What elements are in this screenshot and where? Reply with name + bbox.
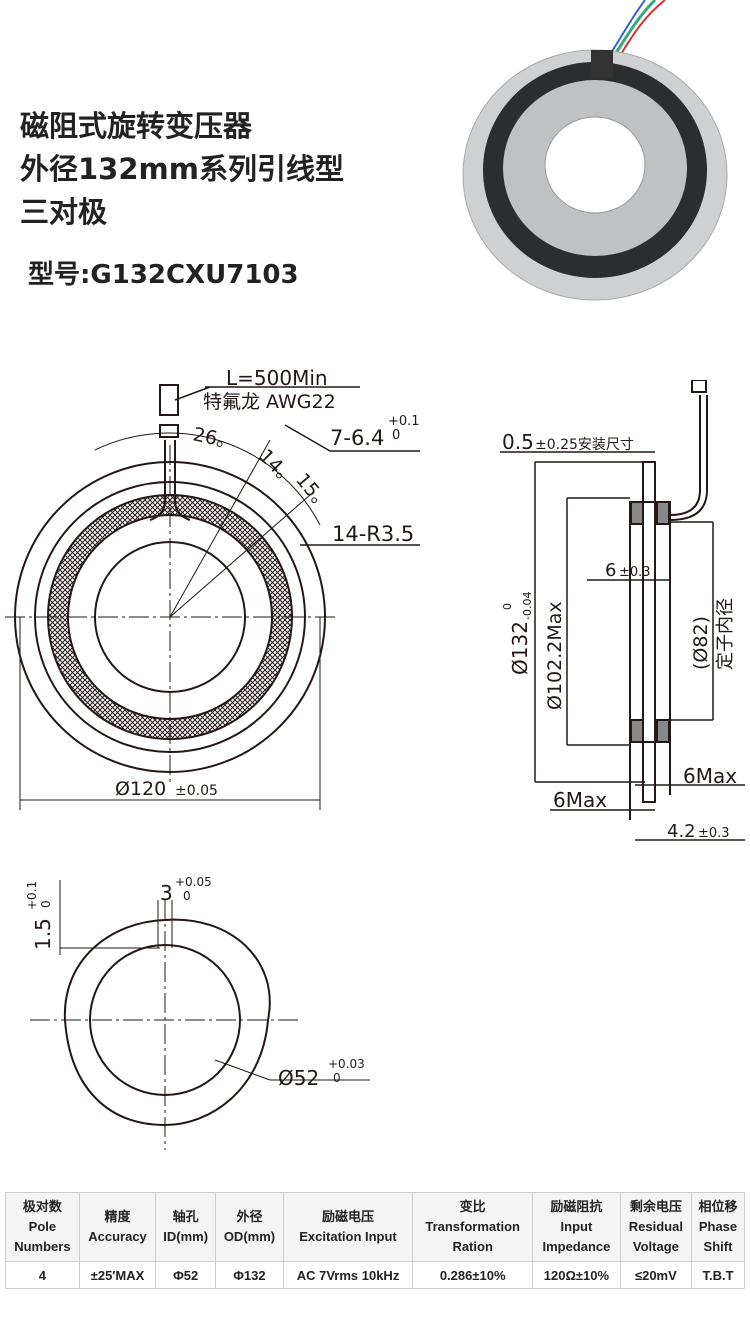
max-right-label: 6Max xyxy=(683,764,737,788)
cell-ratio: 0.286±10% xyxy=(412,1261,534,1289)
stator-id-caption: 定子内径 xyxy=(715,598,736,670)
width-dimension: 6 xyxy=(605,560,616,581)
diameter-120-tol: ±0.05 xyxy=(175,783,218,799)
cell-impedance: 120Ω±10% xyxy=(532,1261,621,1289)
side-view-drawing: 0.5 ±0.25安装尺寸 Ø132 0 -0.04 Ø102.2Max 6 ±… xyxy=(500,380,745,842)
od-tol-lower: -0.04 xyxy=(521,592,534,620)
front-view-drawing: L=500Min 特氟龙 AWG22 26。 14。 15。 7-6.4 +0.… xyxy=(5,366,420,810)
max-diameter-label: Ø102.2Max xyxy=(544,601,566,710)
cell-od: Φ132 xyxy=(215,1261,284,1289)
holes-dimension: 7-6.4 xyxy=(330,426,384,450)
bore-tol-lower: 0 xyxy=(333,1071,341,1085)
cell-excitation: AC 7Vrms 10kHz xyxy=(282,1261,414,1289)
table-row: 4 ±25′MAX Φ52 Φ132 AC 7Vrms 10kHz 0.286±… xyxy=(5,1261,746,1289)
diameter-120-label: Ø120 xyxy=(115,778,166,800)
key-depth-label: 1.5 xyxy=(31,918,55,950)
product-photo xyxy=(462,0,728,301)
cell-pole-numbers: 4 xyxy=(5,1261,80,1289)
od-132-label: Ø132 xyxy=(508,621,532,675)
width-tol: ±0.3 xyxy=(619,565,651,580)
lead-length-label: L=500Min xyxy=(226,366,328,390)
title-line-3: 三对极 xyxy=(20,195,108,229)
key-depth-tol-lower: 0 xyxy=(39,900,53,908)
stator-id-label: (Ø82) xyxy=(690,616,712,670)
holes-tol-upper: +0.1 xyxy=(388,414,420,429)
model-number: 型号:G132CXU7103 xyxy=(28,260,299,290)
key-tol-upper: +0.05 xyxy=(175,875,212,889)
rotor-view-drawing: 3 +0.05 0 1.5 +0.1 0 Ø52 +0.03 0 xyxy=(25,875,370,1150)
title-line-1: 磁阻式旋转变压器 xyxy=(20,109,253,143)
mount-tol: ±0.25安装尺寸 xyxy=(535,437,634,453)
bore-tol-upper: +0.03 xyxy=(328,1057,365,1071)
holes-tol-lower: 0 xyxy=(392,428,400,443)
title-line-2: 外径132mm系列引线型 xyxy=(20,152,344,186)
cell-phase: T.B.T xyxy=(690,1261,746,1289)
cell-id: Φ52 xyxy=(155,1261,217,1289)
key-tol-lower: 0 xyxy=(183,889,191,903)
max-left-label: 6Max xyxy=(553,788,607,812)
bore-label: Ø52 xyxy=(278,1066,319,1090)
angle-26-label: 26。 xyxy=(191,423,238,453)
thickness-label: 4.2 xyxy=(667,821,696,842)
key-width-label: 3 xyxy=(160,881,173,905)
od-tol-upper: 0 xyxy=(501,603,514,610)
wire-type-label: 特氟龙 AWG22 xyxy=(203,391,336,413)
key-depth-tol-upper: +0.1 xyxy=(25,881,39,910)
cell-residual: ≤20mV xyxy=(619,1261,692,1289)
mount-dimension: 0.5 xyxy=(502,430,534,454)
slots-dimension: 14-R3.5 xyxy=(332,522,414,546)
thickness-tol: ±0.3 xyxy=(698,826,730,841)
cell-accuracy: ±25′MAX xyxy=(78,1261,157,1289)
